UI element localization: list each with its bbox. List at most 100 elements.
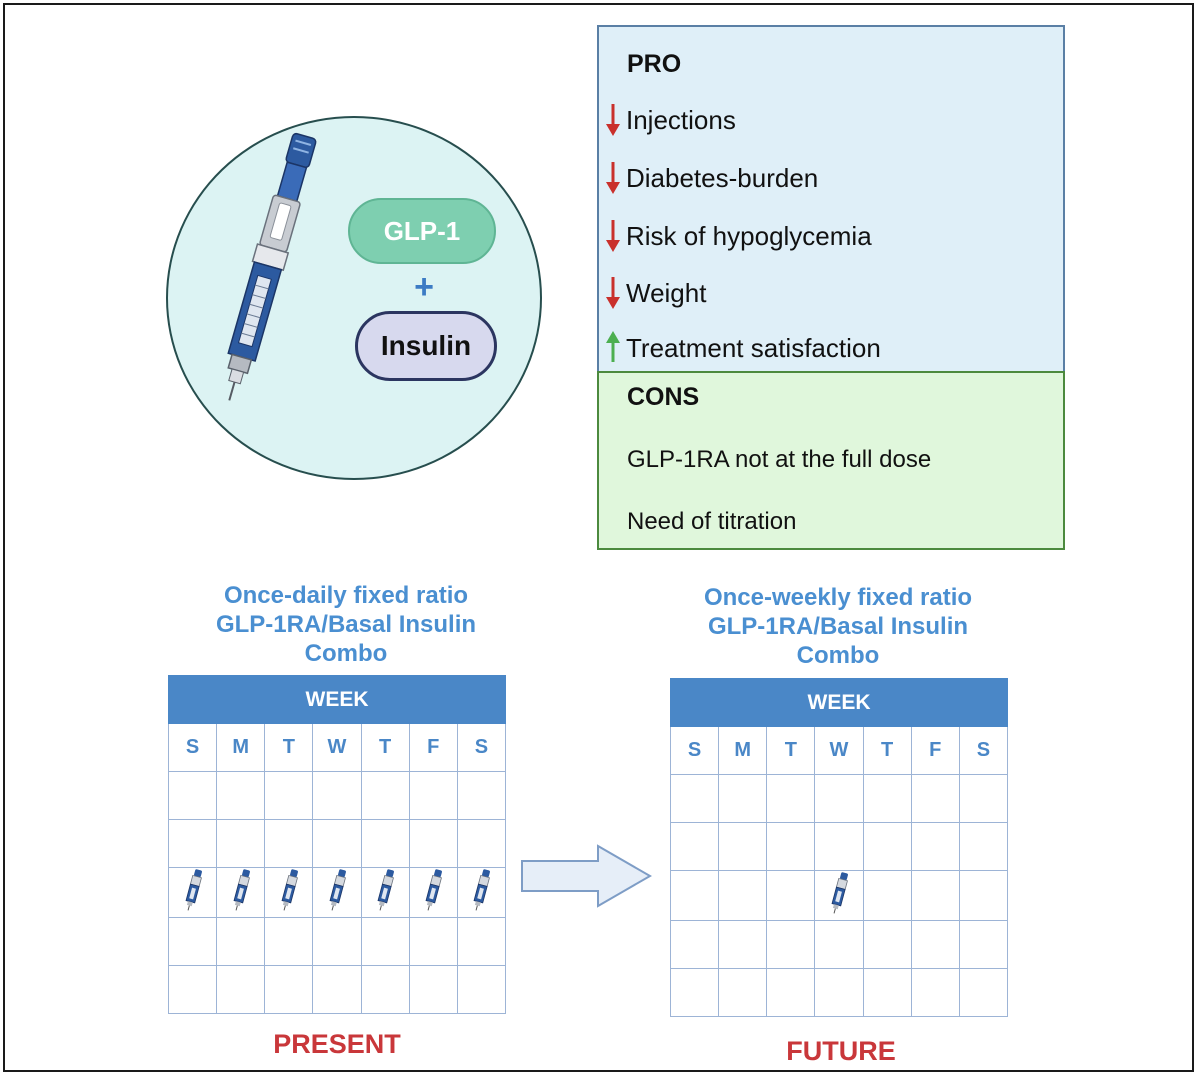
combo-circle xyxy=(166,116,542,480)
calendar-row xyxy=(167,819,507,868)
calendar-cell xyxy=(766,774,816,823)
calendar-row xyxy=(669,920,1009,969)
calendar-cell xyxy=(862,870,912,921)
calendar-cell xyxy=(408,771,458,820)
calendar-cell xyxy=(910,870,960,921)
calendar-cell xyxy=(456,917,507,966)
day-wed: W xyxy=(312,723,362,772)
calendar-cell xyxy=(718,774,768,823)
calendar-cell xyxy=(167,819,218,868)
calendar-cell xyxy=(766,968,816,1017)
week-header: WEEK xyxy=(670,678,1008,727)
calendar-cell xyxy=(216,867,266,918)
cons-title: CONS xyxy=(627,383,700,411)
right-arrow-icon xyxy=(521,844,653,908)
day-wed: W xyxy=(814,726,864,775)
insulin-pen-icon xyxy=(227,132,317,401)
calendar-cell xyxy=(216,819,266,868)
calendar-cell xyxy=(216,917,266,966)
calendar-cell xyxy=(814,870,864,921)
pro-title: PRO xyxy=(627,50,682,78)
calendar-cell xyxy=(718,822,768,871)
future-week-calendar: WEEK S M T W T F S xyxy=(669,678,1009,1017)
calendar-row xyxy=(167,867,507,918)
calendar-cell xyxy=(360,917,410,966)
pro-item-hypoglycemia: Risk of hypoglycemia xyxy=(600,218,872,254)
calendar-cell xyxy=(766,822,816,871)
calendar-cell xyxy=(958,870,1009,921)
calendar-cell xyxy=(167,867,218,918)
calendar-cell xyxy=(312,867,362,918)
pro-item-label: Treatment satisfaction xyxy=(626,332,881,363)
pro-item-label: Diabetes-burden xyxy=(626,162,819,193)
calendar-cell xyxy=(766,920,816,969)
calendar-cell xyxy=(862,774,912,823)
calendar-cell xyxy=(360,867,410,918)
cons-box xyxy=(597,371,1065,550)
calendar-cell xyxy=(312,771,362,820)
calendar-cell xyxy=(669,774,720,823)
arrow-down-icon xyxy=(606,277,620,309)
calendar-cell xyxy=(216,965,266,1014)
pro-item-diabetes-burden: Diabetes-burden xyxy=(600,160,818,196)
arrow-up-icon xyxy=(606,331,620,362)
calendar-row xyxy=(669,870,1009,921)
calendar-cell xyxy=(958,774,1009,823)
calendar-cell xyxy=(264,867,314,918)
calendar-cell xyxy=(669,822,720,871)
pro-item-label: Injections xyxy=(626,104,736,135)
pro-item-satisfaction: Treatment satisfaction xyxy=(600,330,881,366)
calendar-row xyxy=(669,774,1009,823)
calendar-cell xyxy=(862,920,912,969)
calendar-cell xyxy=(360,819,410,868)
day-mon: M xyxy=(718,726,768,775)
arrow-down-icon xyxy=(606,162,620,194)
calendar-cell xyxy=(958,822,1009,871)
calendar-cell xyxy=(958,920,1009,969)
mini-pen-icon xyxy=(377,869,395,911)
calendar-cell xyxy=(264,771,314,820)
calendar-cell xyxy=(264,917,314,966)
calendar-cell xyxy=(360,771,410,820)
week-header: WEEK xyxy=(168,675,506,724)
pro-item-label: Risk of hypoglycemia xyxy=(626,220,872,251)
arrow-down-icon xyxy=(606,104,620,136)
mini-pen-icon xyxy=(329,869,346,911)
mini-pen-icon xyxy=(281,869,298,911)
pro-item-injections: Injections xyxy=(600,102,736,138)
calendar-cell xyxy=(910,774,960,823)
pro-item-weight: Weight xyxy=(600,275,706,311)
day-thu: T xyxy=(360,723,410,772)
calendar-row xyxy=(669,968,1009,1017)
calendar-cell xyxy=(312,819,362,868)
present-label: PRESENT xyxy=(273,1029,401,1059)
calendar-cell xyxy=(718,968,768,1017)
calendar-cell xyxy=(910,822,960,871)
pro-item-label: Weight xyxy=(626,277,707,308)
day-sat: S xyxy=(958,726,1009,775)
calendar-cell xyxy=(814,822,864,871)
calendar-cell xyxy=(669,870,720,921)
calendar-cell xyxy=(312,917,362,966)
calendar-cell xyxy=(167,965,218,1014)
calendar-cell xyxy=(862,968,912,1017)
mini-pen-icon xyxy=(185,869,202,911)
cons-item-full-dose: GLP-1RA not at the full dose xyxy=(627,446,932,473)
calendar-cell xyxy=(718,920,768,969)
day-tue: T xyxy=(264,723,314,772)
calendar-cell xyxy=(456,965,507,1014)
calendar-cell xyxy=(264,819,314,868)
calendar-cell xyxy=(408,819,458,868)
present-calendar-title: Once-daily fixed ratio GLP-1RA/Basal Ins… xyxy=(215,582,477,667)
day-thu: T xyxy=(862,726,912,775)
future-label: FUTURE xyxy=(786,1036,896,1066)
calendar-cell xyxy=(669,968,720,1017)
glp1-pill: GLP-1 xyxy=(348,198,496,264)
calendar-cell xyxy=(216,771,266,820)
day-fri: F xyxy=(408,723,458,772)
calendar-cell xyxy=(669,920,720,969)
calendar-row xyxy=(167,771,507,820)
day-tue: T xyxy=(766,726,816,775)
calendar-row xyxy=(167,965,507,1014)
day-fri: F xyxy=(910,726,960,775)
